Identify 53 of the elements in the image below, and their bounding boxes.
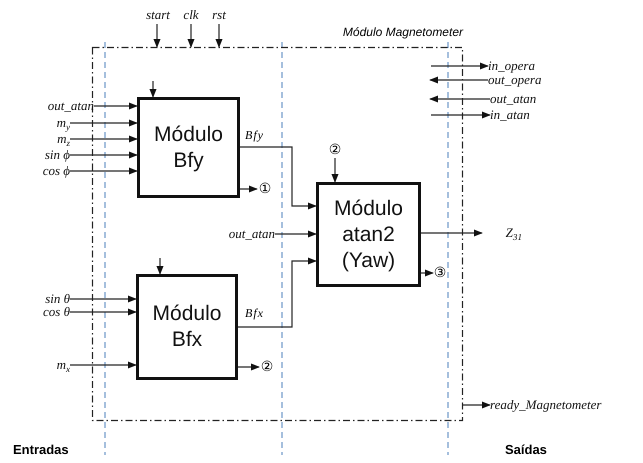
signal-label: m$_{y}$ [20,114,70,132]
arrow [70,295,137,303]
edge-label: Bfx [244,306,265,320]
arrow [70,119,138,127]
arrow [149,81,157,98]
arrow [429,76,488,84]
arrow [463,401,491,409]
signal-label: m$_{x}$ [20,356,70,374]
arrow [156,258,164,275]
step-number: ③ [433,265,447,281]
signal-label: start [139,6,177,24]
arrow [421,229,483,237]
signal-label: out_atan [198,225,275,243]
arrow [331,158,339,183]
arrow [238,363,260,371]
arrow [70,135,138,143]
arrow [70,167,138,175]
arrow [215,24,223,48]
module-box: Módulo Bfx [136,274,238,380]
arrow [240,185,258,193]
arrow [240,146,317,210]
section-label: Entradas [13,442,69,458]
arrow [421,269,434,277]
signal-label: cos ϕ [10,162,70,180]
signal-label: clk [178,6,204,24]
arrow [70,151,138,159]
signal-label: ready_Magnetometer [490,396,630,414]
arrow [70,308,137,316]
section-label: Saídas [505,442,547,458]
step-number: ① [257,181,273,197]
signal-label: in_opera [488,57,558,75]
arrow [429,95,490,103]
arrow [238,257,317,328]
arrow [153,24,161,48]
arrow [275,230,317,238]
signal-label: m$_{z}$ [20,130,70,148]
arrow [70,361,137,369]
module-title: Módulo Magnetometer [342,25,463,39]
signal-label: out_atan [16,97,94,115]
arrow [94,102,138,110]
signal-label: sin ϕ [10,146,70,164]
step-number: ② [259,359,275,375]
step-number: ② [327,142,343,158]
signal-label: Z$_{31}$ [482,224,522,242]
arrow [187,24,195,48]
arrow [431,111,491,119]
signal-label: out_atan [490,90,560,108]
module-box: Módulo Bfy [137,97,240,198]
signal-label: rst [207,6,231,24]
arrow [431,62,489,70]
signal-label: in_atan [490,106,550,124]
module-box: Módulo atan2 (Yaw) [316,182,421,287]
edge-label: Bfy [244,128,265,142]
